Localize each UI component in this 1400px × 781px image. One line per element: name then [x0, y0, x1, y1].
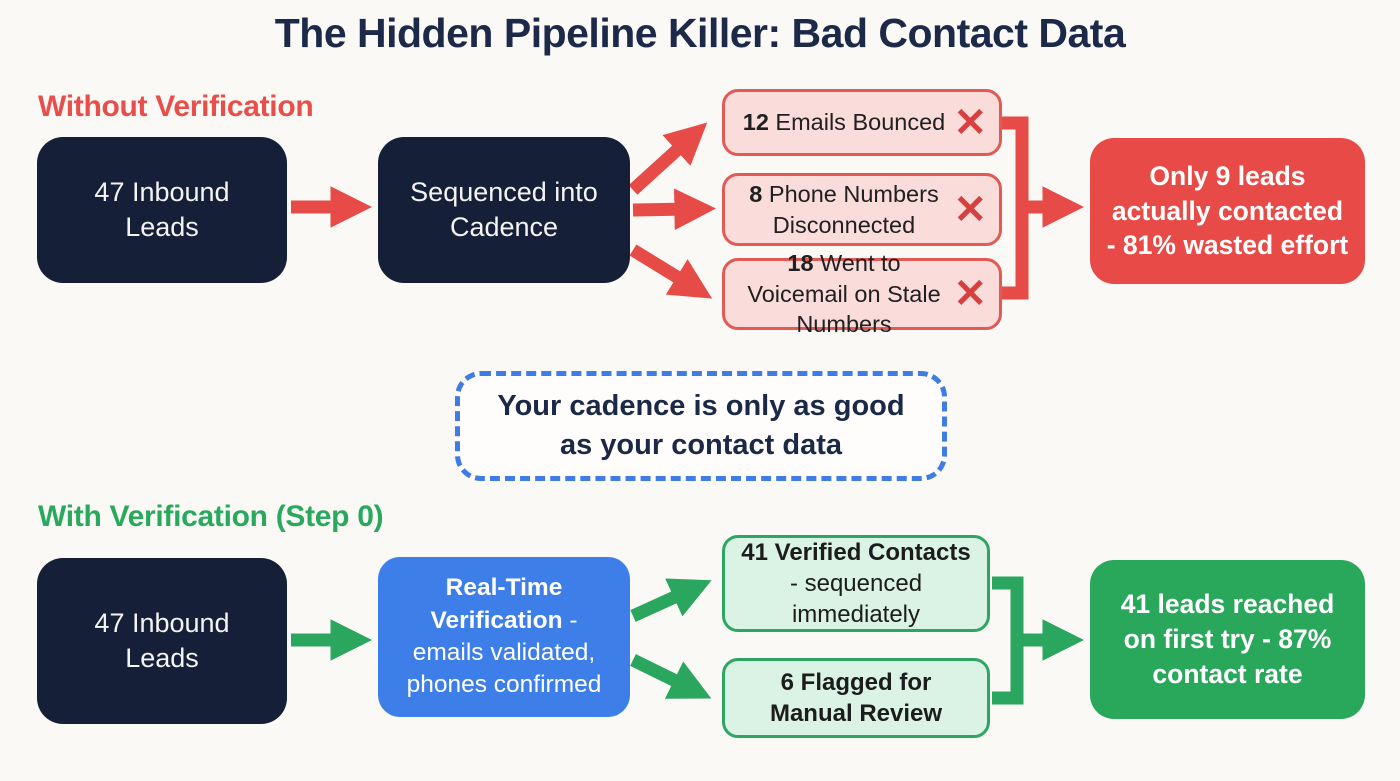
phones-disconnected-box: 8 Phone Numbers Disconnected ✕ — [722, 173, 1002, 246]
arrow-verification-to-flagged — [630, 654, 712, 699]
emails-bounced-label: 12 Emails Bounced — [742, 109, 946, 136]
without-result-box: Only 9 leads actually contacted - 81% wa… — [1090, 138, 1365, 284]
arrow-cadence-to-bounced — [628, 122, 708, 195]
inbound-leads-label: 47 Inbound Leads — [94, 176, 230, 242]
x-icon: ✕ — [953, 272, 987, 316]
with-result-text: 41 leads reached on first try - 87% cont… — [1120, 589, 1335, 689]
without-result-text: Only 9 leads actually contacted - 81% wa… — [1106, 160, 1349, 261]
flagged-manual-review-box: 6 Flagged for Manual Review — [722, 658, 990, 738]
inbound-leads-box-top: 47 Inbound Leads — [37, 137, 287, 283]
verified-contacts-label: 41 Verified Contacts - sequenced immedia… — [741, 538, 971, 629]
flagged-manual-review-label: 6 Flagged for Manual Review — [769, 668, 943, 727]
inbound-leads-label: 47 Inbound Leads — [94, 607, 230, 673]
sequenced-into-cadence-box: Sequenced into Cadence — [378, 137, 630, 283]
arrow-cadence-to-voicemail — [629, 244, 713, 299]
with-result-box: 41 leads reached on first try - 87% cont… — [1090, 560, 1365, 719]
x-icon: ✕ — [953, 100, 987, 145]
arrow-cadence-to-disconnected — [632, 188, 716, 231]
callout-text: Your cadence is only as good as your con… — [497, 389, 905, 461]
connector-red-merge — [1002, 116, 1029, 300]
inbound-leads-box-bottom: 47 Inbound Leads — [37, 558, 287, 724]
voicemail-stale-numbers-label: 18 Went to Voicemail on Stale Numbers — [747, 250, 941, 338]
x-icon: ✕ — [953, 187, 987, 232]
real-time-verification-box: Real-Time Verification - emails validate… — [378, 557, 630, 717]
callout-box: Your cadence is only as good as your con… — [455, 371, 947, 481]
emails-bounced-box: 12 Emails Bounced ✕ — [722, 89, 1002, 156]
without-verification-heading: Without Verification — [38, 90, 314, 123]
arrow-verification-to-verified — [630, 578, 712, 622]
real-time-verification-label: Real-Time Verification - emails validate… — [406, 574, 602, 699]
with-verification-heading: With Verification (Step 0) — [38, 500, 384, 533]
voicemail-stale-numbers-box: 18 Went to Voicemail on Stale Numbers ✕ — [722, 250, 1002, 337]
connector-green-merge — [992, 576, 1024, 705]
page-title: The Hidden Pipeline Killer: Bad Contact … — [274, 10, 1126, 56]
sequenced-into-cadence-label: Sequenced into Cadence — [410, 176, 598, 242]
phones-disconnected-label: 8 Phone Numbers Disconnected — [749, 180, 939, 238]
verified-contacts-box: 41 Verified Contacts - sequenced immedia… — [722, 535, 990, 632]
